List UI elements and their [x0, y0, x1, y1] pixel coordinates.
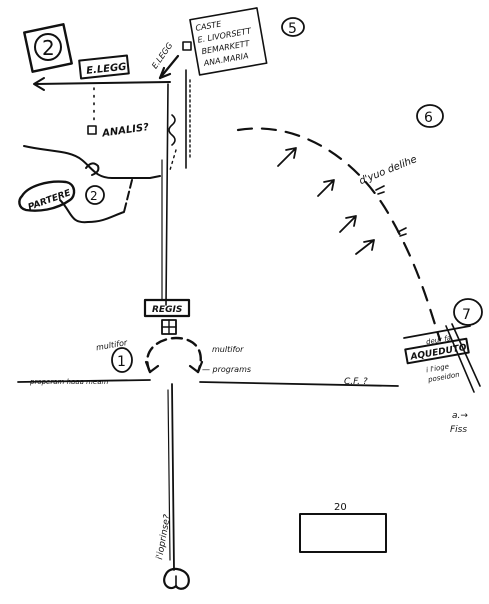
svg-text:REGIS: REGIS — [152, 305, 182, 315]
inward-arrows — [277, 147, 375, 255]
left-word: multifor — [95, 338, 128, 352]
aqueduct-group: AQUEDUTO deur fa i l'ioge poseidon — [403, 323, 481, 393]
central-loop — [144, 336, 204, 374]
svg-text:2: 2 — [42, 36, 55, 60]
top-arrow-line — [35, 81, 171, 85]
right-note: a.→ Fiss — [450, 411, 468, 435]
svg-text:20: 20 — [334, 502, 347, 513]
svg-text:CASTE: CASTE — [195, 19, 223, 33]
marker-7: 7 — [453, 298, 483, 326]
svg-text:7: 7 — [462, 307, 471, 323]
arc-label: d'yuo delihe — [358, 154, 419, 187]
svg-text:6: 6 — [424, 110, 433, 126]
right-word: multifor — [212, 345, 244, 354]
pointer-arrow — [158, 54, 180, 80]
svg-text:E.LEGG: E.LEGG — [86, 62, 127, 77]
marker-6: 6 — [416, 104, 444, 128]
svg-text:5: 5 — [288, 21, 297, 37]
marker-2-top-left: 2 — [23, 23, 73, 73]
svg-text:1: 1 — [117, 354, 126, 370]
svg-text:a.→: a.→ — [452, 411, 468, 421]
name-cluster: CASTE E. LIVORSETT BEMARKETT ANA.MARIA — [189, 7, 268, 76]
marker-2-left: 2 — [85, 185, 105, 205]
bottom-rectangle: 20 — [299, 502, 387, 553]
dashed-arc — [236, 127, 442, 342]
svg-text:AQUEDUTO: AQUEDUTO — [409, 343, 468, 363]
left-meander — [23, 145, 161, 179]
svg-text:ANALIS?: ANALIS? — [101, 122, 150, 140]
svg-text:2: 2 — [90, 189, 98, 203]
main-vertical-axis — [165, 83, 169, 306]
svg-text:i l'ioge: i l'ioge — [426, 362, 450, 374]
svg-text:Fiss: Fiss — [450, 425, 467, 435]
marker-1: 1 — [111, 347, 133, 373]
regis-box: REGIS — [143, 298, 191, 335]
baseline-right-label: C.F. ? — [344, 377, 368, 387]
small-square — [182, 41, 192, 51]
baseline — [17, 379, 399, 387]
top-label-box: E.LEGG — [78, 54, 130, 80]
analis-label: ANALIS? — [87, 122, 150, 140]
lower-vertical — [171, 383, 175, 571]
bottom-foot — [163, 567, 190, 590]
marker-5: 5 — [281, 17, 305, 37]
baseline-left-label: properam haaa meam — [29, 378, 109, 386]
right-word-2: — programs — [202, 365, 251, 374]
